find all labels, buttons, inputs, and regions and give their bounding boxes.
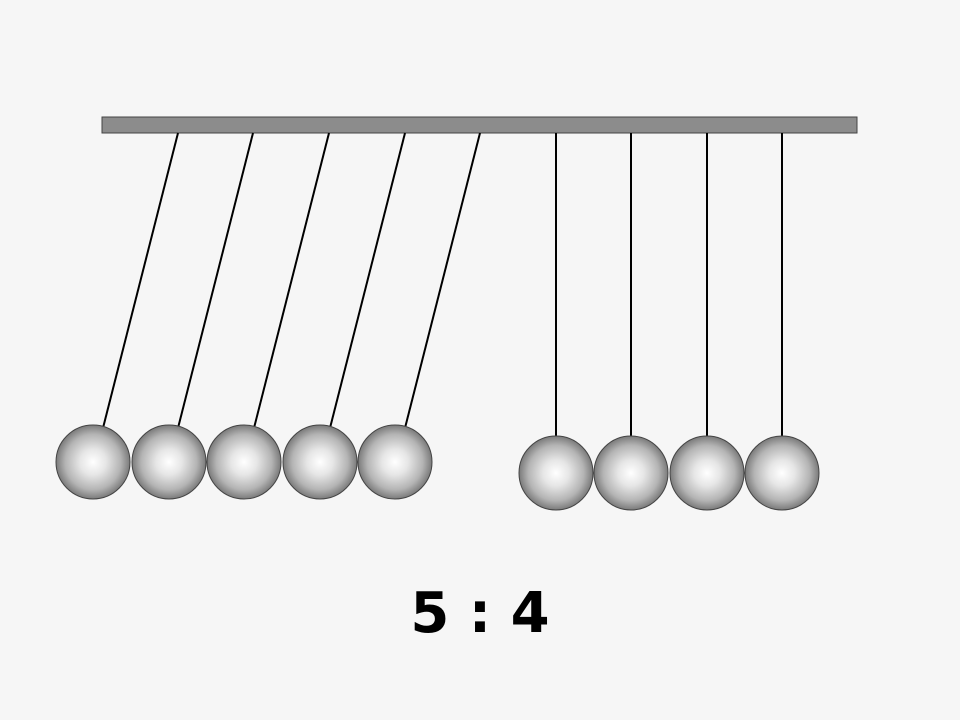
- swung-group: [55, 132, 481, 500]
- ratio-label: 5 : 4: [410, 581, 550, 646]
- pendulum-string: [329, 132, 406, 429]
- frame-bar: [101, 116, 858, 134]
- pendulum-ball: [357, 424, 433, 500]
- pendulum-ball: [55, 424, 131, 500]
- pendulum-ball: [669, 435, 745, 511]
- pendulum-string: [177, 132, 254, 429]
- pendulum-ball: [131, 424, 207, 500]
- pendulum-ball: [744, 435, 820, 511]
- pendulum-ball: [518, 435, 594, 511]
- pendulum-ball: [282, 424, 358, 500]
- pendulum-ball: [206, 424, 282, 500]
- pendulum-ball: [593, 435, 669, 511]
- pendulum-string: [102, 132, 179, 429]
- pendulum-string: [404, 132, 481, 429]
- pendulum-string: [253, 132, 330, 429]
- resting-group: [518, 133, 820, 511]
